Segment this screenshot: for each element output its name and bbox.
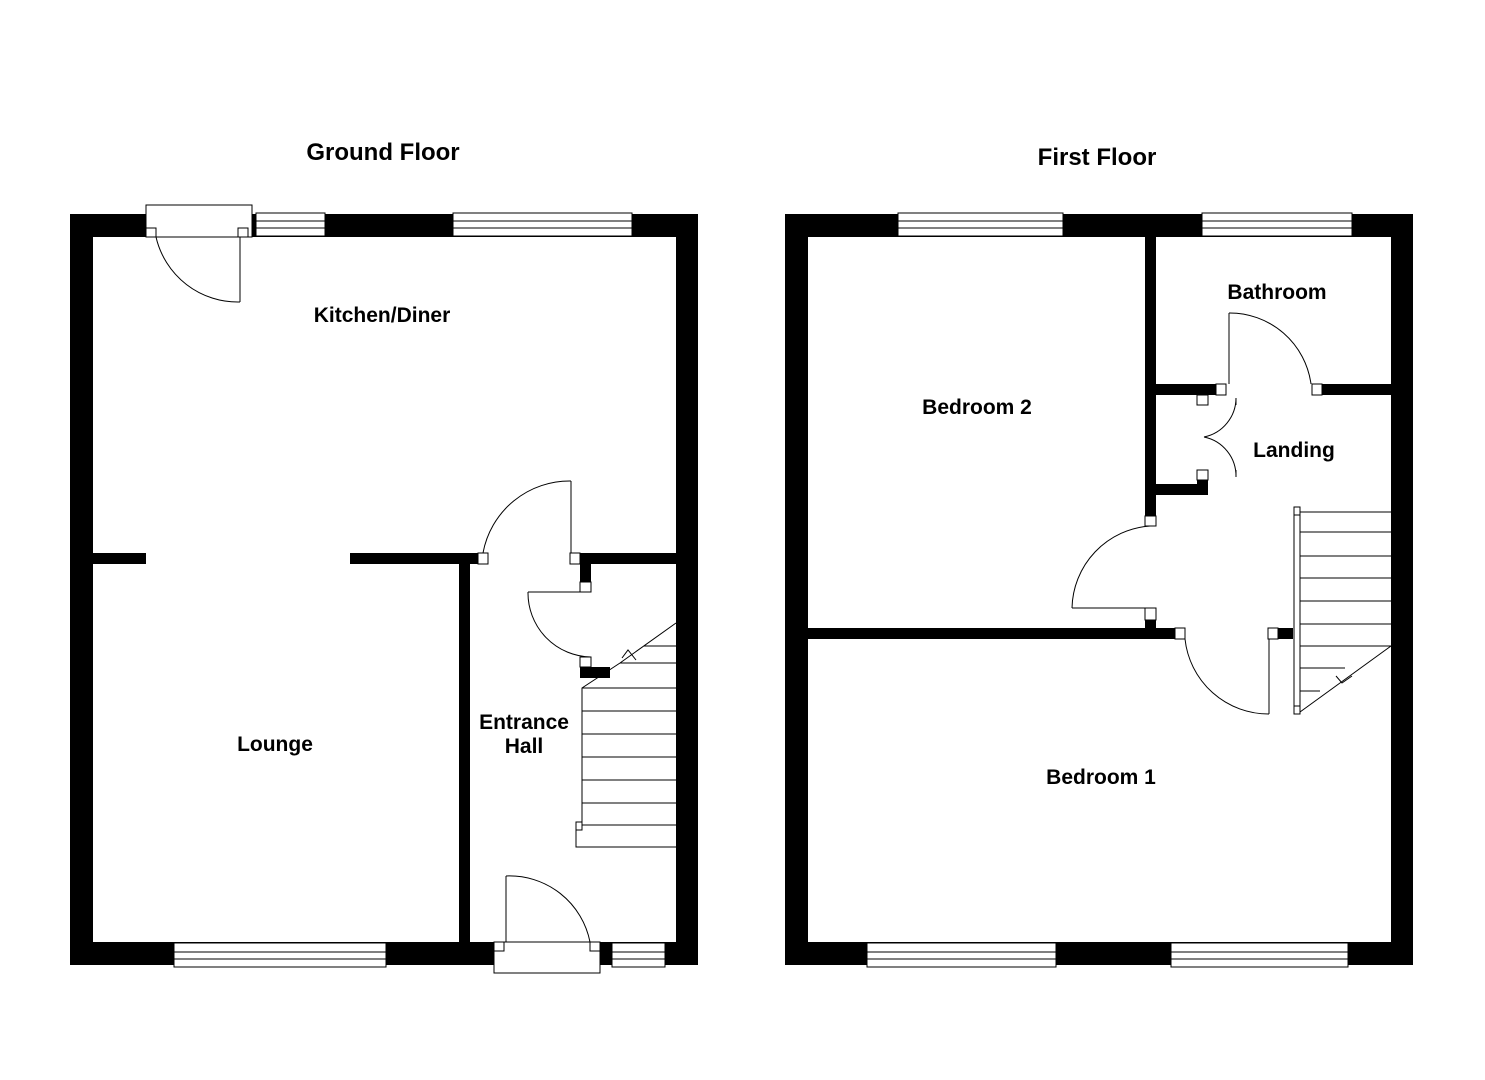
first-floor-walls [785, 214, 1413, 965]
ground-floor-title: Ground Floor [306, 139, 459, 166]
ground-floor-windows [173, 212, 666, 968]
bedroom-2-door [1071, 515, 1157, 621]
room-label-bedroom-1: Bedroom 1 [1046, 766, 1156, 789]
room-label-kitchen-diner: Kitchen/Diner [314, 304, 451, 327]
room-label-lounge: Lounge [237, 733, 313, 756]
front-door [493, 875, 601, 974]
room-label-entrance-hall-line2: Hall [505, 735, 544, 758]
ground-floor-plan: Ground Floor [70, 139, 698, 974]
bathroom-door [1215, 312, 1323, 396]
first-floor-plan: First Floor [785, 144, 1413, 968]
ground-floor-stairs [575, 622, 677, 848]
bedroom-1-door [1174, 627, 1279, 715]
first-floor-windows [866, 212, 1353, 968]
room-label-landing: Landing [1253, 439, 1335, 462]
room-label-entrance-hall-line1: Entrance [479, 711, 569, 734]
first-floor-title: First Floor [1038, 144, 1157, 171]
room-label-bathroom: Bathroom [1227, 281, 1326, 304]
room-label-bedroom-2: Bedroom 2 [922, 396, 1032, 419]
landing-cupboard-doors [1196, 394, 1237, 481]
under-stairs-door [527, 581, 592, 668]
first-floor-stairs [1293, 506, 1392, 715]
kitchen-back-door [145, 204, 253, 303]
hall-kitchen-door [477, 480, 581, 565]
